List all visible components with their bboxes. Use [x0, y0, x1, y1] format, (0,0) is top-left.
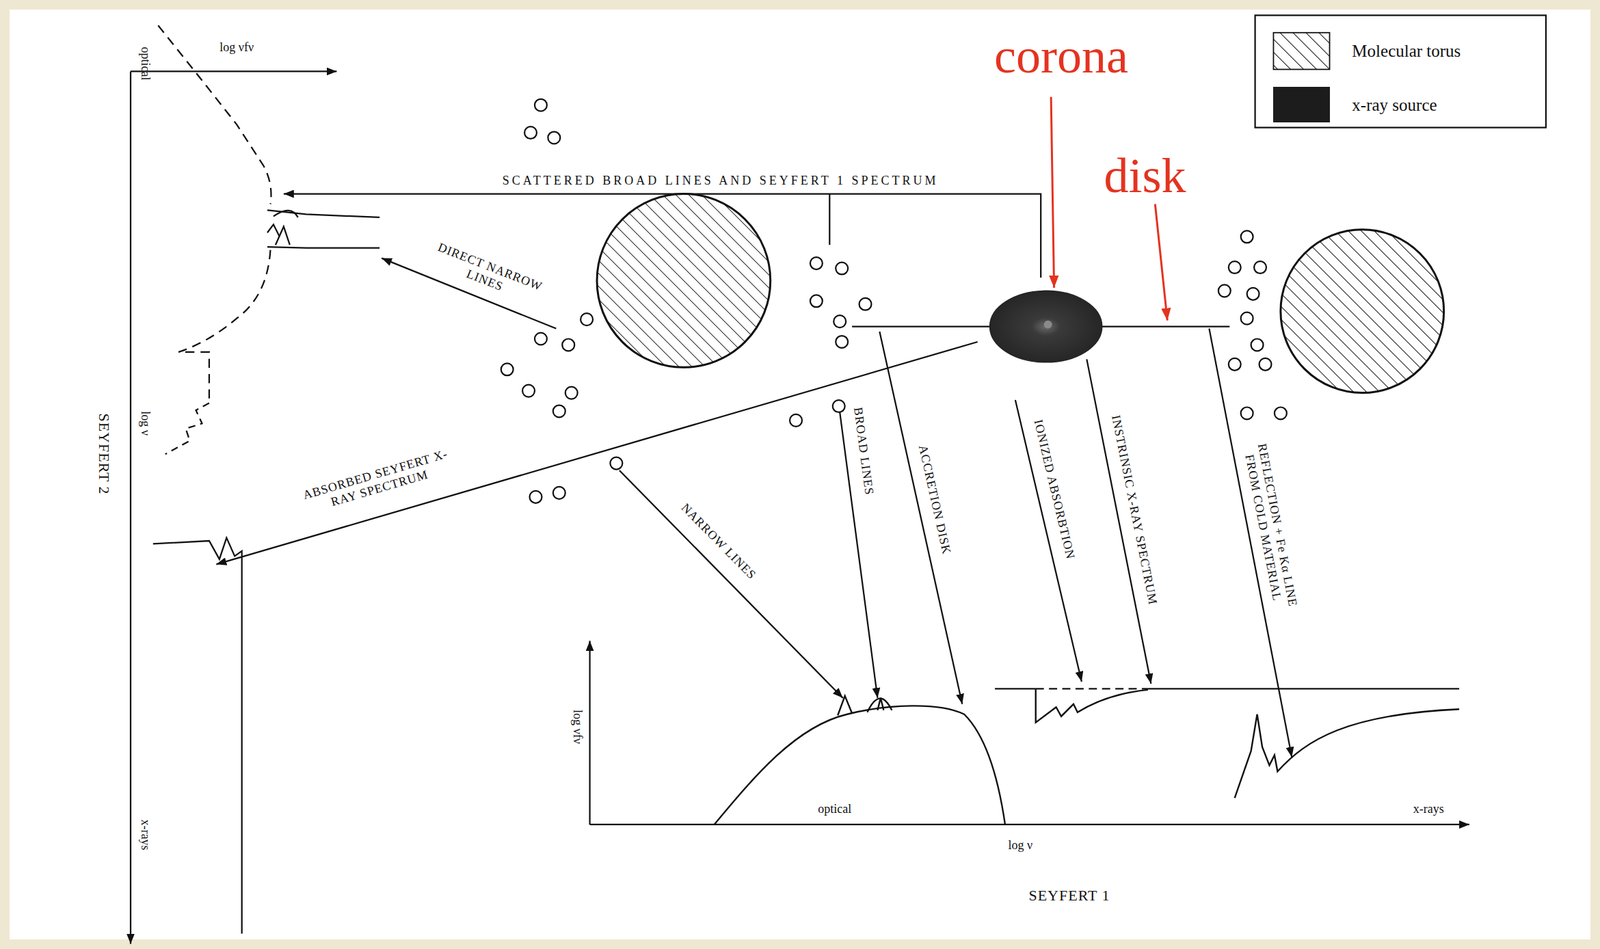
path-label: SCATTERED BROAD LINES AND SEYFERT 1 SPEC… [502, 173, 939, 189]
legend-text: x-ray source [1351, 95, 1437, 115]
legend-hatch-swatch [1273, 32, 1330, 70]
axis-label: optical [817, 802, 852, 817]
panel-title: SEYFERT 1 [1028, 887, 1110, 905]
axis-label: optical [138, 46, 154, 80]
page-panel [9, 9, 1591, 940]
legend-text: Molecular torus [1351, 41, 1461, 61]
axis-label: log ν [138, 410, 154, 436]
axis-label: x-rays [138, 819, 154, 850]
legend-swatch [1273, 86, 1330, 123]
annotation: corona [994, 28, 1129, 85]
axis-label: log νfν [219, 39, 254, 55]
axis-label: log ν [1008, 837, 1034, 852]
annotation: disk [1103, 147, 1186, 204]
axis-label: x-rays [1413, 802, 1445, 817]
axis-label: log νfν [570, 709, 585, 744]
panel-title: SEYFERT 2 [95, 413, 113, 496]
